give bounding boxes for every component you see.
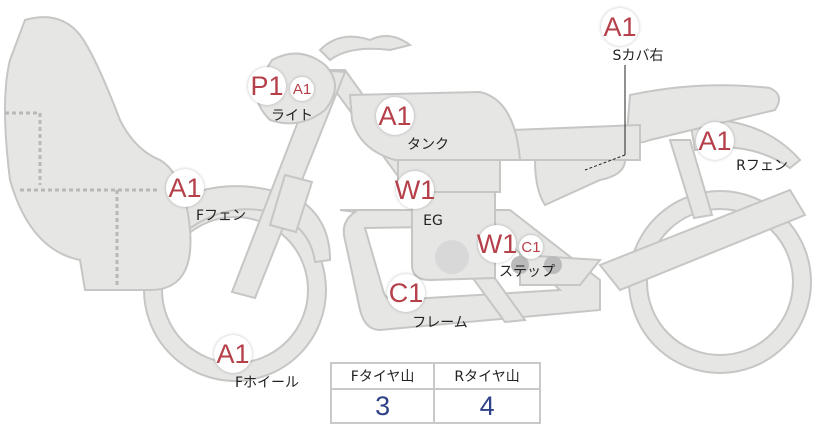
part-label-step: ステップ [499,264,555,280]
grade-badge-step-w[interactable]: W1 [477,225,517,263]
tire-tread-table: Fタイヤ山 Rタイヤ山 3 4 [329,362,541,424]
part-label-light: ライト [271,108,313,124]
grade-badge-f-wheel[interactable]: A1 [214,335,252,373]
r-tire-value: 4 [433,388,541,424]
grade-badge-frame[interactable]: C1 [387,274,425,312]
f-tire-value: 3 [329,388,436,424]
part-label-f-fender: Fフェン [195,208,247,224]
grade-badge-step-c[interactable]: C1 [519,235,543,259]
grade-badge-s-cover[interactable]: A1 [601,8,639,46]
part-label-frame: フレーム [412,315,468,331]
part-label-f-wheel: Fホイール [234,375,300,391]
grade-badge-tank[interactable]: A1 [376,97,414,135]
part-label-r-fender: Rフェン [736,158,788,174]
cowl [4,16,192,291]
f-tire-header: Fタイヤ山 [329,362,436,390]
grade-badge-light-p[interactable]: P1 [248,67,286,105]
part-label-engine: EG [423,213,443,229]
part-label-tank: タンク [407,137,449,153]
grade-badge-light-a[interactable]: A1 [290,77,314,101]
grade-badge-f-fender[interactable]: A1 [166,169,204,207]
side-cover [533,159,627,207]
r-tire-header: Rタイヤ山 [433,362,541,390]
part-label-s-cover: Sカバ右 [612,48,664,64]
swingarm [598,188,807,292]
grade-badge-r-fender[interactable]: A1 [696,122,734,160]
side-cover-top [510,123,641,161]
grade-badge-engine[interactable]: W1 [395,171,435,209]
